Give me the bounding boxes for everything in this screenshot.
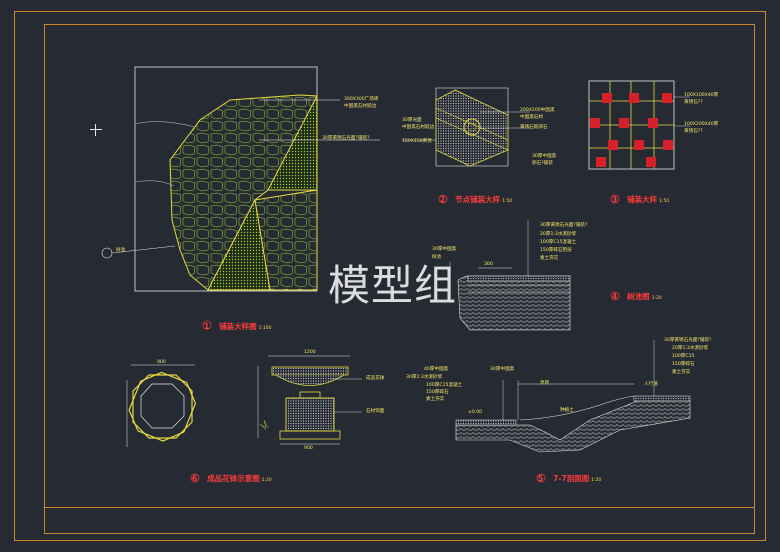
detail-3-number: 3 — [612, 195, 618, 204]
detail-5-title: 5 7-7剖面图 1:20 — [538, 473, 601, 484]
detail-4-number: 4 — [612, 292, 618, 301]
watermark-text: 模型组 — [328, 261, 458, 310]
d1-note-b: 中国黑石材嵌边 — [344, 104, 377, 109]
d2-note-g: 30厚中国黑 — [532, 154, 557, 159]
detail-6-planter-elevation — [257, 355, 362, 445]
d2-note-b: 中国黑石材 — [520, 115, 543, 120]
d5-note-c: 100厚C15混凝土 — [426, 383, 463, 388]
detail-1-number: 1 — [204, 322, 210, 331]
detail-4-name: 树池图 — [627, 292, 650, 301]
d5-note-a: 40厚中国黑 — [424, 367, 449, 372]
d3-note-b: 黄锈石?? — [684, 100, 703, 105]
title-block-line — [44, 507, 755, 508]
d3-note-c: 100X200X40厚 — [684, 122, 719, 127]
d1-note-a: 300X300广场砖 — [344, 97, 379, 102]
detail-6-scale: 1:20 — [261, 478, 272, 483]
d4-note-h: 300 — [484, 262, 493, 267]
d1-note-ref: 树池 — [116, 248, 126, 253]
d5-note-l: 种植土 — [560, 408, 574, 413]
detail-6-name: 成品花钵示意图 — [207, 474, 260, 483]
d4-note-a: 30厚黄锈石光面?铺装? — [540, 223, 588, 228]
detail-3-scale: 1:50 — [659, 199, 670, 204]
d5-note-f: 30厚中国黑 — [490, 367, 515, 372]
d2-note-c: 黄锈石嵌卵石 — [520, 125, 548, 130]
detail-4-scale: 1:20 — [651, 296, 662, 301]
detail-2-name: 节点铺装大样 — [455, 195, 501, 204]
d2-note-d: 30厚光面 — [402, 118, 422, 123]
d5-note-k: 素土夯实 — [672, 370, 691, 375]
detail-3-name: 铺装大样 — [627, 195, 658, 204]
detail-2-title: 2 节点铺装大样 1:50 — [440, 194, 512, 205]
detail-3-paving — [588, 80, 690, 204]
d2-note-a: 200X200中国黑 — [520, 108, 555, 113]
d6-note-d: 900 — [157, 360, 166, 365]
d4-note-e: 素土夯实 — [540, 256, 559, 261]
d5-note-b: 30厚1:3水泥砂浆 — [406, 375, 443, 380]
detail-4-title: 4 树池图 1:20 — [612, 291, 662, 302]
detail-6-number: 6 — [192, 474, 198, 483]
d5-note-m: 草坪 — [540, 381, 550, 386]
detail-1-title: 1 铺装大样图 1:100 — [204, 321, 272, 332]
detail-6-title: 6 成品花钵示意图 1:20 — [192, 473, 272, 484]
d2-note-h: 卵石?铺装 — [532, 161, 553, 166]
d5-note-d: 150厚碎石 — [426, 390, 449, 395]
d3-note-d: 黄锈石?? — [684, 129, 703, 134]
detail-2-node — [402, 87, 530, 204]
detail-6-planter-plan — [126, 364, 200, 483]
d5-note-i: 100厚C15 — [672, 354, 695, 359]
detail-2-scale: 1:50 — [502, 199, 513, 204]
d5-note-n: 人行道 — [644, 382, 658, 387]
d5-note-j: 150厚碎石 — [672, 362, 695, 367]
d2-note-e: 中国黑石材嵌边 — [402, 125, 435, 130]
d4-note-g: 树池 — [432, 255, 442, 260]
d6-note-e: 900 — [304, 446, 313, 451]
detail-2-number: 2 — [440, 195, 446, 204]
d6-note-b: 石材饰面 — [366, 409, 385, 414]
d6-note-c: 1200 — [304, 350, 316, 355]
d5-note-e: 素土夯实 — [426, 397, 445, 402]
drawing-border-outer — [14, 11, 766, 541]
detail-1-plan — [101, 66, 380, 330]
d4-note-d: 150厚碎石垫层 — [540, 248, 572, 253]
d5-note-o: ±0.00 — [468, 410, 483, 415]
detail-4-section — [449, 220, 620, 331]
detail-3-title: 3 铺装大样 1:50 — [612, 194, 669, 205]
detail-5-name: 7-7剖面图 — [553, 474, 590, 483]
d2-note-f: 150X150黄锈 — [402, 139, 432, 144]
detail-1-name: 铺装大样图 — [219, 322, 257, 331]
detail-5-section — [455, 340, 691, 483]
d3-note-a: 100X100X40厚 — [684, 93, 719, 98]
d1-note-c: 30厚黄锈石光面?铺装? — [322, 136, 370, 141]
d4-note-c: 100厚C15混凝土 — [540, 240, 577, 245]
drawing-border-inner — [44, 24, 755, 534]
d5-note-g: 30厚黄锈石光面?铺装? — [664, 338, 712, 343]
d4-note-f: 30厚中国黑 — [432, 247, 457, 252]
d5-note-h: 20厚1:3水泥砂浆 — [672, 346, 709, 351]
detail-1-scale: 1:100 — [258, 326, 272, 331]
d4-note-b: 20厚1:3水泥砂浆 — [540, 232, 577, 237]
detail-5-scale: 1:20 — [591, 478, 602, 483]
detail-5-number: 5 — [538, 474, 544, 483]
d6-note-a: 成品花钵 — [366, 376, 385, 381]
crosshair-cursor-icon — [90, 124, 102, 136]
